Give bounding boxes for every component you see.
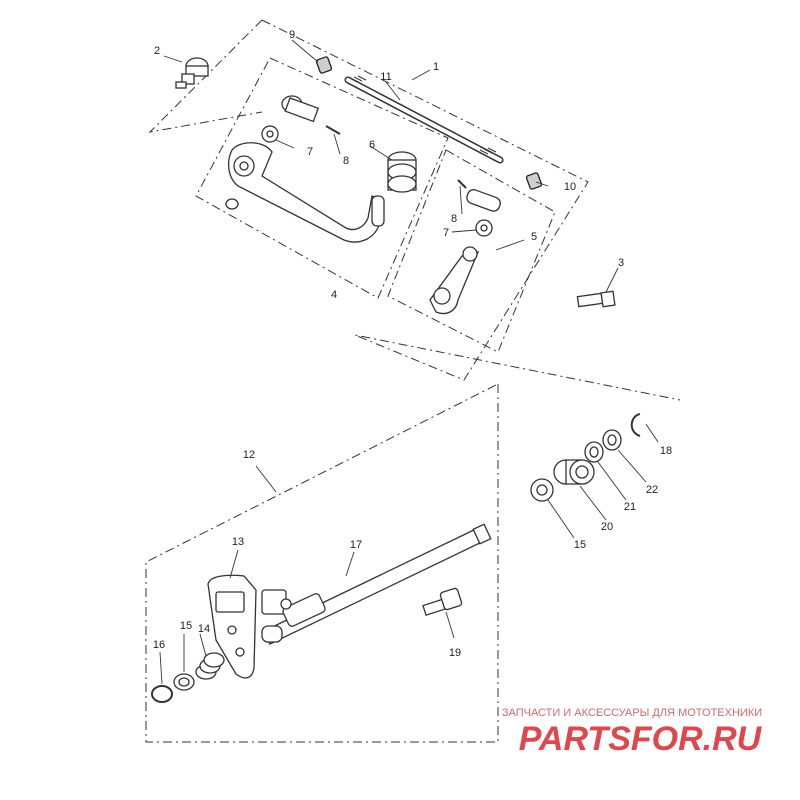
callout-20: 20 — [601, 521, 613, 533]
callout-7-upper: 7 — [307, 146, 313, 158]
part-2-bolt — [175, 57, 209, 89]
callout-15-right: 15 — [574, 539, 586, 551]
leader-lines — [159, 39, 659, 685]
part-4-linkage-arm — [225, 142, 385, 243]
part-14-spring — [195, 652, 225, 680]
upper-ball-joint — [261, 95, 320, 143]
callout-4: 4 — [331, 289, 337, 301]
callout-16: 16 — [153, 639, 165, 651]
part-15-washer-lower — [173, 673, 195, 691]
callout-7-lower: 7 — [443, 227, 449, 239]
callout-15-left: 15 — [180, 620, 192, 632]
callout-14: 14 — [198, 623, 210, 635]
callout-17: 17 — [350, 539, 362, 551]
callout-5: 5 — [531, 231, 537, 243]
callout-13: 13 — [232, 536, 244, 548]
callout-9: 9 — [289, 29, 295, 41]
watermark: ЗАПЧАСТИ И АКСЕССУАРЫ ДЛЯ МОТОТЕХНИКИ PA… — [502, 707, 763, 758]
callout-11: 11 — [380, 71, 391, 83]
callout-2: 2 — [154, 45, 160, 57]
part-20-collar — [553, 459, 595, 485]
callout-18: 18 — [660, 445, 672, 457]
part-22-washer — [602, 429, 622, 451]
lower-assembly-boundary — [145, 383, 499, 743]
callout-22: 22 — [646, 484, 658, 496]
part-10-nut — [525, 172, 543, 190]
callout-10: 10 — [564, 181, 576, 193]
upper-assembly-boundary — [148, 19, 681, 401]
part-3-bolt — [576, 290, 616, 308]
watermark-brand: PARTSFOR.RU — [519, 720, 763, 758]
callout-1: 1 — [433, 61, 439, 73]
part-16-circlip — [151, 685, 173, 703]
callout-8-upper: 8 — [343, 155, 349, 167]
callout-12: 12 — [243, 449, 255, 461]
callout-3: 3 — [618, 257, 624, 269]
part-11-rod — [344, 75, 504, 164]
part-9-nut — [315, 56, 333, 74]
part-19-stopper-bolt — [422, 587, 463, 616]
part-5-lever-arm — [429, 189, 501, 315]
callout-19: 19 — [449, 647, 461, 659]
callout-21: 21 — [624, 501, 636, 513]
part-8-cotter-pin-lower — [457, 179, 467, 189]
part-15-washer-right — [530, 478, 554, 502]
callout-numbers: 2 9 11 1 7 8 6 10 8 7 5 3 4 12 13 17 15 … — [153, 29, 672, 659]
callout-6: 6 — [369, 139, 375, 151]
part-17-shift-shaft — [261, 523, 492, 645]
part-18-circlip — [630, 413, 641, 437]
callout-8-lower: 8 — [451, 213, 457, 225]
part-6-boot — [387, 151, 417, 193]
part-21-washer — [584, 441, 604, 463]
watermark-tagline: ЗАПЧАСТИ И АКСЕССУАРЫ ДЛЯ МОТОТЕХНИКИ — [502, 707, 762, 719]
part-8-cotter-pin-upper — [325, 125, 341, 135]
shift-arm-mechanism — [261, 589, 326, 643]
part-13-shift-plate — [207, 574, 257, 679]
